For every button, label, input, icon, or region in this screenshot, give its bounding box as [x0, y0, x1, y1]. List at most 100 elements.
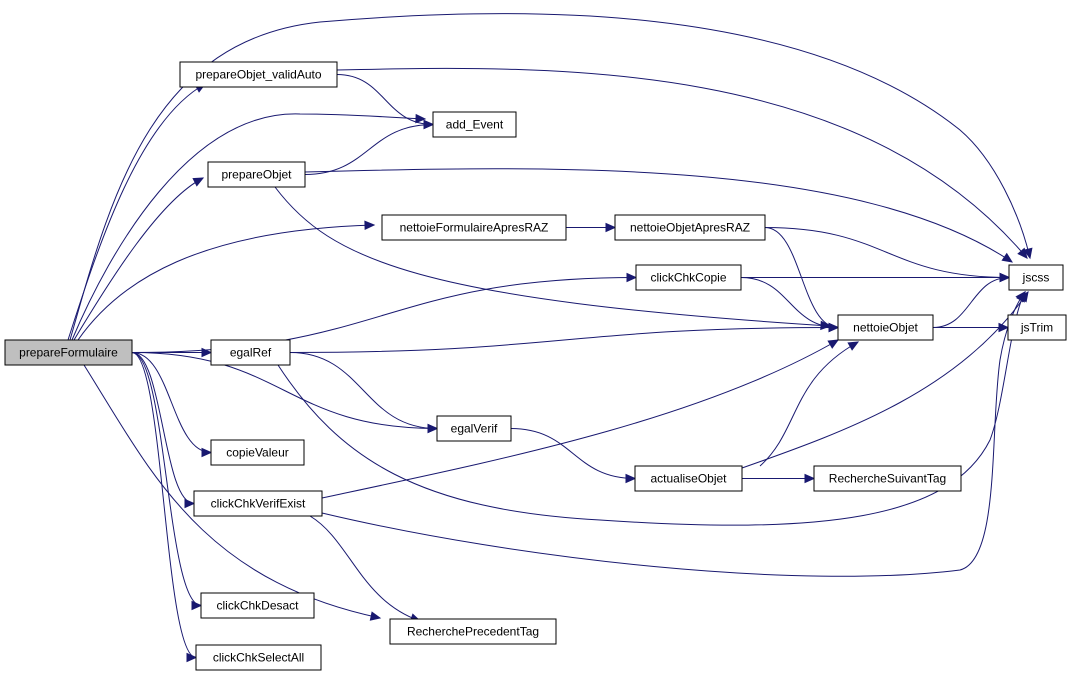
- node-clickChkCopie[interactable]: clickChkCopie: [635, 264, 742, 291]
- node-box[interactable]: [210, 439, 305, 466]
- edge-line: [309, 515, 421, 622]
- node-nettoieObjetApresRAZ[interactable]: nettoieObjetApresRAZ: [614, 214, 766, 241]
- arrow-head: [1023, 247, 1033, 260]
- arrow-head: [201, 447, 213, 458]
- edge-line: [289, 352, 438, 429]
- edge-prepareObjet_validAuto-to-jscss: [336, 67, 1028, 259]
- node-box[interactable]: [634, 465, 743, 492]
- edge-prepareObjet-to-add_Event: [304, 119, 435, 175]
- arrow-head: [415, 113, 427, 124]
- node-box[interactable]: [193, 490, 323, 517]
- arrow-head: [423, 119, 435, 130]
- arrow-head: [1015, 291, 1026, 303]
- node-box[interactable]: [200, 592, 315, 619]
- nodes-layer: prepareFormulaire prepareObjet_validAutoa…: [4, 61, 1067, 671]
- node-label: RechercheSuivantTag: [829, 472, 946, 486]
- arrow-head: [186, 652, 198, 663]
- edge-nettoieFormulaireApresRAZ-to-nettoieObjetApresRAZ: [565, 222, 617, 233]
- node-clickChkSelectAll[interactable]: clickChkSelectAll: [195, 644, 322, 671]
- edge-prepareObjet-to-jscss: [304, 168, 1014, 263]
- node-box[interactable]: [813, 465, 962, 492]
- edge-line: [73, 177, 204, 341]
- node-jsTrim[interactable]: jsTrim: [1007, 314, 1067, 341]
- node-box[interactable]: [195, 644, 322, 671]
- edge-line: [741, 291, 1029, 469]
- edge-nettoieObjet-to-jscss: [932, 272, 1011, 328]
- node-nettoieFormulaireApresRAZ[interactable]: nettoieFormulaireApresRAZ: [381, 214, 567, 241]
- node-label: clickChkVerifExist: [211, 497, 306, 511]
- edge-line: [69, 13, 1031, 341]
- node-label: add_Event: [446, 118, 504, 132]
- edge-clickChkVerifExist-to-RecherchePrecedentTag: [309, 515, 422, 623]
- edge-line: [740, 277, 839, 328]
- edge-line: [67, 83, 206, 341]
- edge-line: [274, 186, 831, 327]
- edge-line: [71, 113, 426, 341]
- node-box[interactable]: [389, 618, 557, 645]
- node-label: nettoieObjet: [853, 321, 918, 335]
- edge-prepareFormulaire-to-clickChkVerifExist: [131, 352, 196, 509]
- edge-egalRef-to-egalVerif: [289, 352, 439, 434]
- edge-line: [336, 74, 434, 125]
- arrow-head: [827, 339, 840, 349]
- node-box[interactable]: [635, 264, 742, 291]
- node-label: clickChkSelectAll: [213, 651, 304, 665]
- edge-prepareFormulaire-to-jscss: [69, 13, 1033, 341]
- node-box[interactable]: [436, 415, 512, 442]
- node-box[interactable]: [837, 314, 934, 341]
- edge-line: [131, 352, 195, 504]
- node-jscss[interactable]: jscss: [1008, 264, 1064, 291]
- arrow-head: [364, 220, 376, 231]
- edge-nettoieObjetApresRAZ-to-nettoieObjet: [764, 227, 840, 333]
- node-box[interactable]: [4, 339, 133, 366]
- node-box[interactable]: [1007, 314, 1067, 341]
- edge-line: [932, 277, 1010, 328]
- edge-nettoieObjetApresRAZ-to-jscss: [764, 227, 1011, 283]
- node-box[interactable]: [207, 161, 306, 188]
- node-prepareObjet_validAuto[interactable]: prepareObjet_validAuto: [179, 61, 338, 88]
- node-label: jscss: [1022, 271, 1050, 285]
- node-RechercheSuivantTag[interactable]: RechercheSuivantTag: [813, 465, 962, 492]
- node-egalVerif[interactable]: egalVerif: [436, 415, 512, 442]
- node-clickChkVerifExist[interactable]: clickChkVerifExist: [193, 490, 323, 517]
- edge-line: [131, 352, 202, 606]
- edge-prepareFormulaire-to-add_Event: [71, 113, 427, 341]
- node-add_Event[interactable]: add_Event: [432, 111, 517, 138]
- edge-egalVerif-to-actualiseObjet: [510, 428, 637, 484]
- node-label: egalRef: [230, 346, 272, 360]
- edge-line: [336, 67, 1028, 259]
- node-label: prepareObjet: [221, 168, 292, 182]
- arrow-head: [625, 473, 637, 484]
- edge-prepareFormulaire-to-clickChkSelectAll: [131, 352, 198, 663]
- arrow-head: [1017, 247, 1028, 259]
- edge-line: [131, 352, 197, 658]
- arrow-head: [847, 341, 860, 351]
- node-box[interactable]: [432, 111, 517, 138]
- edge-actualiseObjet-to-RechercheSuivantTag: [741, 473, 816, 484]
- node-box[interactable]: [614, 214, 766, 241]
- arrow-head: [427, 423, 439, 434]
- edge-line: [304, 124, 434, 175]
- node-RecherchePrecedentTag[interactable]: RecherchePrecedentTag: [389, 618, 557, 645]
- node-actualiseObjet[interactable]: actualiseObjet: [634, 465, 743, 492]
- arrow-head: [626, 272, 638, 283]
- edge-line: [321, 339, 839, 499]
- node-box[interactable]: [179, 61, 338, 88]
- edge-line: [277, 291, 1026, 526]
- edge-egalRef-to-nettoieObjet: [289, 322, 840, 353]
- edge-prepareFormulaire-to-copieValeur: [131, 352, 213, 458]
- node-clickChkDesact[interactable]: clickChkDesact: [200, 592, 315, 619]
- node-prepareFormulaire[interactable]: prepareFormulaire: [4, 339, 133, 366]
- node-egalRef[interactable]: egalRef: [210, 339, 291, 366]
- node-box[interactable]: [1008, 264, 1064, 291]
- node-label: jsTrim: [1020, 321, 1053, 335]
- edge-line: [77, 224, 375, 341]
- node-box[interactable]: [210, 339, 291, 366]
- node-prepareObjet[interactable]: prepareObjet: [207, 161, 306, 188]
- node-copieValeur[interactable]: copieValeur: [210, 439, 305, 466]
- edge-prepareFormulaire-to-prepareObjet: [73, 177, 205, 341]
- node-label: egalVerif: [451, 422, 498, 436]
- edge-line: [131, 352, 438, 429]
- node-nettoieObjet[interactable]: nettoieObjet: [837, 314, 934, 341]
- node-box[interactable]: [381, 214, 567, 241]
